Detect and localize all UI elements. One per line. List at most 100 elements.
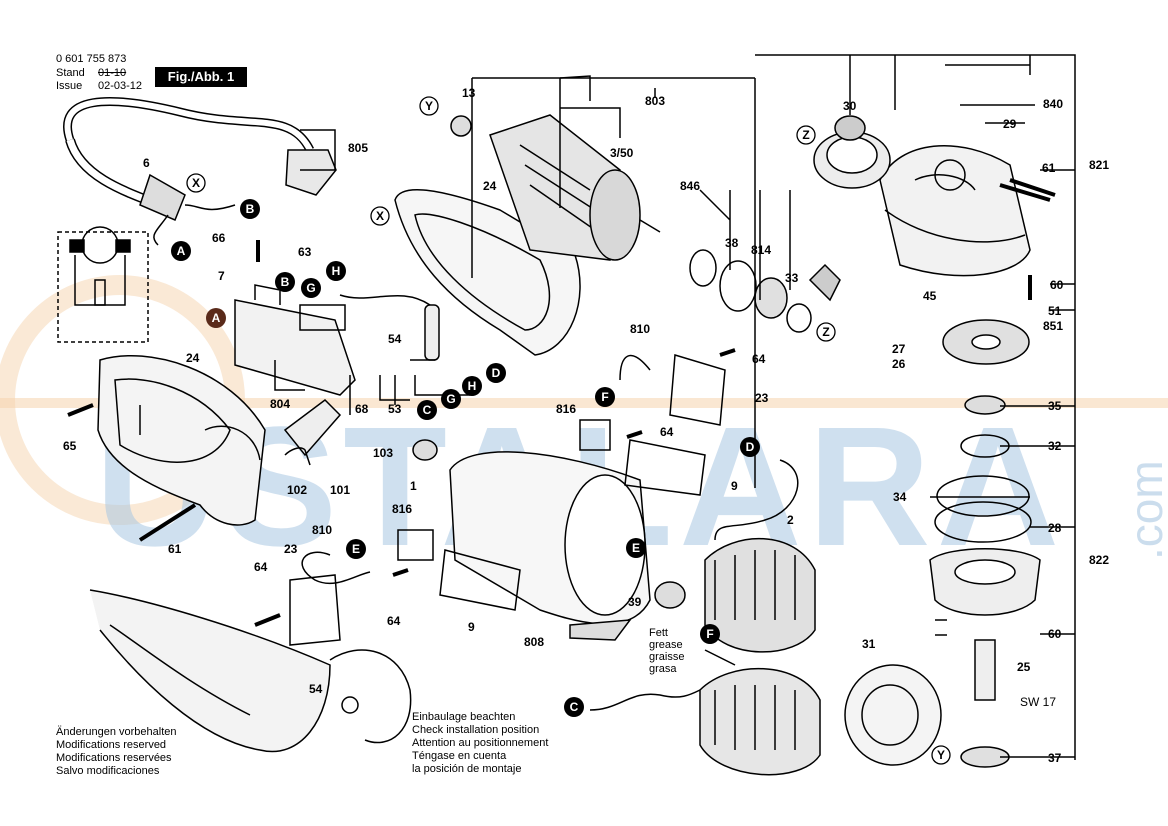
label-23-left: 23 (284, 542, 298, 556)
callout-d-right: D (740, 437, 760, 457)
svg-text:Y: Y (937, 748, 945, 762)
label-24-top: 24 (483, 179, 497, 193)
label-101: 101 (330, 483, 350, 497)
issue-value: 02-03-12 (98, 80, 143, 92)
svg-text:C: C (423, 403, 432, 417)
label-32: 32 (1048, 439, 1062, 453)
label-66: 66 (212, 231, 226, 245)
note-line: Téngase en cuenta (412, 750, 507, 762)
callout-z-mid: Z (816, 322, 836, 342)
label-803: 803 (645, 94, 665, 108)
figure-label: Fig./Abb. 1 (155, 67, 247, 87)
label-60-top: 60 (1050, 278, 1064, 292)
label-61-left: 61 (168, 542, 182, 556)
modification-notes: Änderungen vorbehalten Modifications res… (56, 726, 176, 778)
label-37: 37 (1048, 751, 1062, 765)
label-27: 27 (892, 342, 906, 356)
label-821: 821 (1089, 158, 1109, 172)
svg-text:G: G (306, 281, 315, 295)
grease-line: Fett (649, 627, 668, 639)
callout-g-top: G (301, 278, 321, 298)
label-38: 38 (725, 236, 739, 250)
label-33: 33 (785, 271, 799, 285)
svg-text:E: E (632, 541, 640, 555)
label-29: 29 (1003, 117, 1017, 131)
label-63: 63 (298, 245, 312, 259)
callout-f-bottom: F (700, 624, 720, 644)
svg-text:D: D (746, 440, 755, 454)
label-64-c: 64 (254, 560, 268, 574)
label-35: 35 (1048, 399, 1062, 413)
label-64-a: 64 (752, 352, 766, 366)
label-2: 2 (787, 513, 794, 527)
label-814: 814 (751, 243, 771, 257)
label-7: 7 (218, 269, 225, 283)
note-line: Modifications reserved (56, 739, 167, 751)
label-64-b: 64 (660, 425, 674, 439)
callout-z-top: Z (796, 125, 816, 145)
label-24-left: 24 (186, 351, 200, 365)
callout-g-mid: G (441, 389, 461, 409)
svg-text:F: F (601, 390, 608, 404)
label-39: 39 (628, 595, 642, 609)
label-51: 51 (1048, 304, 1062, 318)
note-line: Attention au positionnement (412, 737, 549, 749)
label-60-bottom: 60 (1048, 627, 1062, 641)
grease-line: grease (649, 639, 683, 651)
label-45: 45 (923, 289, 937, 303)
label-822: 822 (1089, 553, 1109, 567)
watermark-domain: .com (1120, 460, 1168, 560)
label-9-right: 9 (731, 479, 738, 493)
svg-text:X: X (192, 176, 200, 190)
callout-x-top: X (186, 173, 206, 193)
label-31: 31 (862, 637, 876, 651)
label-68: 68 (355, 402, 369, 416)
callout-e-left: E (346, 539, 366, 559)
label-846: 846 (680, 179, 700, 193)
label-26: 26 (892, 357, 906, 371)
callout-h-mid: H (462, 376, 482, 396)
note-line: Einbaulage beachten (412, 711, 516, 723)
svg-text:G: G (446, 392, 455, 406)
callout-a-brown: A (206, 308, 226, 328)
note-line: Änderungen vorbehalten (56, 726, 177, 738)
label-28: 28 (1048, 521, 1062, 535)
label-3-50: 3/50 (610, 146, 634, 160)
svg-text:B: B (281, 275, 290, 289)
svg-text:E: E (352, 542, 360, 556)
svg-text:A: A (177, 244, 186, 258)
grease-line: graisse (649, 651, 685, 663)
callout-c-mid: C (417, 400, 437, 420)
label-804: 804 (270, 397, 290, 411)
callout-c-bottom: C (564, 697, 584, 717)
svg-text:H: H (332, 264, 341, 278)
label-851: 851 (1043, 319, 1063, 333)
label-61-right: 61 (1042, 161, 1056, 175)
svg-text:X: X (376, 209, 384, 223)
label-810-top: 810 (630, 322, 650, 336)
svg-text:B: B (246, 202, 255, 216)
svg-text:H: H (468, 379, 477, 393)
label-13: 13 (462, 86, 476, 100)
callout-f-top: F (595, 387, 615, 407)
label-25: 25 (1017, 660, 1031, 674)
note-line: Salvo modificaciones (56, 765, 160, 777)
installation-notes: Einbaulage beachten Check installation p… (412, 711, 548, 776)
label-1: 1 (410, 479, 417, 493)
label-805: 805 (348, 141, 368, 155)
callout-d-mid: D (486, 363, 506, 383)
svg-text:Z: Z (822, 325, 829, 339)
label-808: 808 (524, 635, 544, 649)
label-816-a: 816 (556, 402, 576, 416)
label-23-top: 23 (755, 391, 769, 405)
stand-value: 01-10 (98, 67, 127, 79)
grease-line: grasa (649, 663, 677, 675)
svg-text:Z: Z (802, 128, 809, 142)
svg-text:D: D (492, 366, 501, 380)
note-line: Check installation position (412, 724, 540, 736)
callout-y-bottom: Y (931, 745, 951, 765)
label-6: 6 (143, 156, 150, 170)
label-30: 30 (843, 99, 857, 113)
callout-x-mid: X (370, 206, 390, 226)
